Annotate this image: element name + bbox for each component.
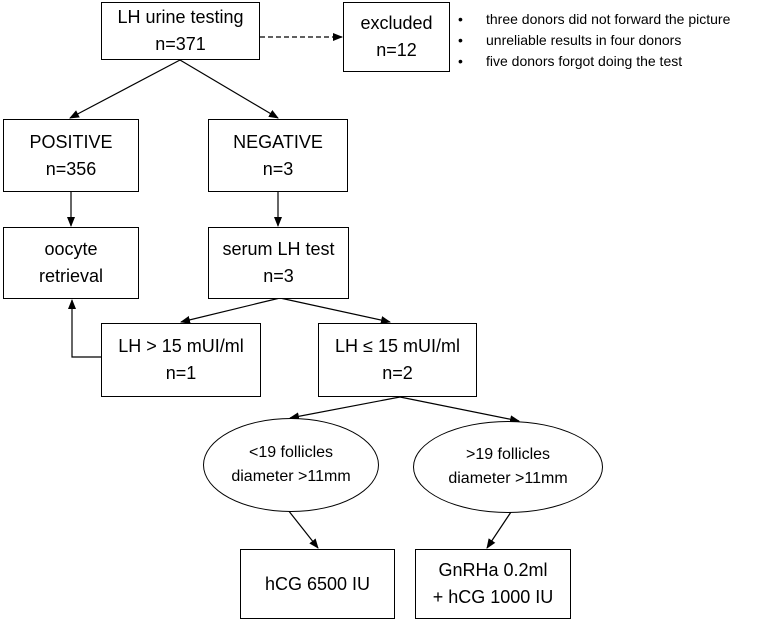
retrieval-line1: oocyte [44,239,98,259]
excluded-box: excluded n=12 [343,2,450,72]
arrow-urine-to-negative [179,59,279,119]
excluded-title: excluded [360,13,433,33]
exclusion-reasons-list: three donors did not forward the picture… [458,9,730,72]
urine-test-box: LH urine testing n=371 [101,2,260,60]
urine-test-count: n=371 [155,34,206,54]
arrow-lh-low-to-many-follicles [399,396,520,424]
many-follicles-line2: diameter >11mm [448,470,568,487]
exclusion-reason-item: unreliable results in four donors [458,30,730,51]
serum-test-box: serum LH test n=3 [208,227,349,299]
arrow-lh-high-to-retrieval [68,299,101,358]
gnrha-line2: + hCG 1000 IU [432,587,554,607]
gnrha-line1: GnRHa 0.2ml [438,560,548,580]
many-follicles-line1: >19 follicles [465,446,551,463]
positive-count: n=356 [45,158,97,179]
retrieval-box: oocyte retrieval [3,227,139,299]
serum-test-title: serum LH test [222,239,335,259]
negative-title: NEGATIVE [233,131,323,152]
lh-low-count: n=2 [382,363,413,383]
negative-box: NEGATIVE n=3 [208,119,348,192]
exclusion-reason-item: three donors did not forward the picture [458,9,730,30]
excluded-count: n=12 [376,40,417,60]
retrieval-line2: retrieval [38,266,104,286]
lh-high-title: LH > 15 mUI/ml [118,336,244,356]
positive-title: POSITIVE [29,131,113,152]
lh-low-title: LH ≤ 15 mUI/ml [335,336,460,356]
gnrha-box: GnRHa 0.2ml + hCG 1000 IU [415,549,571,619]
lh-high-count: n=1 [165,363,197,383]
urine-test-title: LH urine testing [117,7,244,27]
few-follicles-line2: diameter >11mm [231,468,351,485]
negative-count: n=3 [262,158,294,179]
arrow-few-follicles-to-hcg [287,509,319,549]
arrow-serum-to-lh-low [279,297,391,324]
arrow-serum-to-lh-high [180,297,281,324]
hcg-box: hCG 6500 IU [240,549,395,619]
lh-high-box: LH > 15 mUI/ml n=1 [101,323,261,397]
arrow-urine-to-positive [69,59,181,119]
hcg-line1: hCG 6500 IU [264,573,371,594]
exclusion-reason-item: five donors forgot doing the test [458,51,730,72]
lh-low-box: LH ≤ 15 mUI/ml n=2 [318,323,477,397]
positive-box: POSITIVE n=356 [3,119,139,192]
serum-test-count: n=3 [263,266,294,286]
few-follicles-line1: <19 follicles [248,444,334,461]
many-follicles-ellipse: >19 follicles diameter >11mm [413,421,603,513]
arrow-many-follicles-to-gnrha [486,511,512,549]
few-follicles-ellipse: <19 follicles diameter >11mm [203,418,379,512]
arrow-lh-low-to-few-follicles [289,396,401,421]
